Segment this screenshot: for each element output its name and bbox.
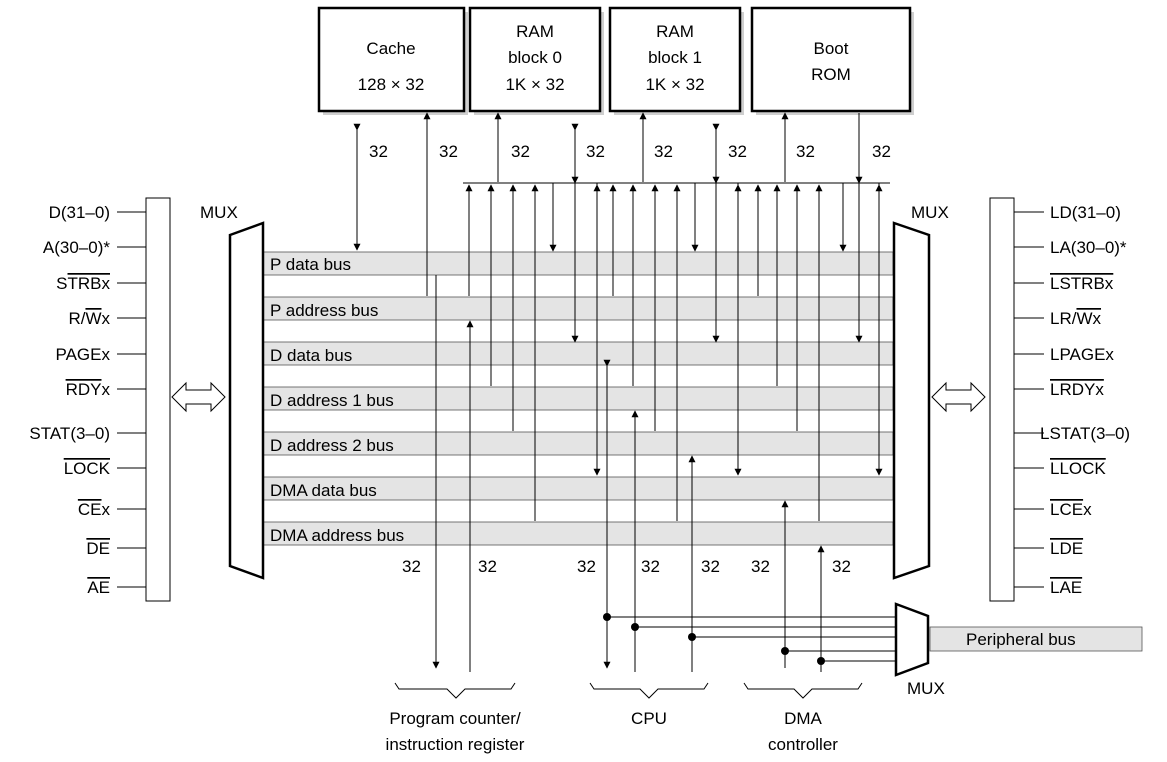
left-signal-ticks <box>117 211 146 588</box>
bus-labels: P data bus P address bus D data bus D ad… <box>270 255 404 545</box>
right-signal: LSTAT(3–0) <box>1040 424 1130 443</box>
right-bidirectional-arrow-icon <box>931 381 986 413</box>
ram-block-1: RAM block 1 1K × 32 <box>608 6 744 115</box>
memory-size: 1K × 32 <box>505 75 564 94</box>
right-signal-box <box>989 197 1015 602</box>
memory-size: 1K × 32 <box>645 75 704 94</box>
memory-name: block 1 <box>648 48 702 67</box>
left-signal: PAGEx <box>56 345 111 364</box>
bus-bands <box>262 251 894 546</box>
peripheral-bus-label: Peripheral bus <box>966 630 1076 649</box>
right-signal-labels: LD(31–0) LA(30–0)* LSTRBx LR/Wx LPAGEx L… <box>1040 203 1130 597</box>
bus-band-p-data <box>262 251 894 276</box>
bus-label: D address 1 bus <box>270 391 394 410</box>
left-signal: STAT(3–0) <box>29 424 110 443</box>
pc-unit-label: Program counter/ <box>389 709 521 728</box>
memory-blocks: Cache 128 × 32 RAM block 0 1K × 32 RAM b… <box>317 6 914 115</box>
memory-name: RAM <box>516 22 554 41</box>
bus-label: DMA address bus <box>270 526 404 545</box>
left-mux-label: MUX <box>200 203 238 222</box>
width-label: 32 <box>369 142 388 161</box>
cpu-unit-label: CPU <box>631 709 667 728</box>
right-signal: LCEx <box>1050 500 1092 519</box>
right-mux-shape <box>892 221 931 580</box>
right-signal: LRDYx <box>1050 380 1104 399</box>
left-signal: LOCK <box>64 459 111 478</box>
bus-label: DMA data bus <box>270 481 377 500</box>
peripheral-section: MUX Peripheral bus <box>894 602 1143 698</box>
left-signal: R/Wx <box>68 309 110 328</box>
width-label: 32 <box>751 557 770 576</box>
left-signal-labels: D(31–0) A(30–0)* STRBx R/Wx PAGEx RDYx S… <box>29 203 110 597</box>
left-external-interface: D(31–0) A(30–0)* STRBx R/Wx PAGEx RDYx S… <box>29 197 265 602</box>
left-signal: D(31–0) <box>49 203 110 222</box>
width-label: 32 <box>872 142 891 161</box>
width-label: 32 <box>832 557 851 576</box>
width-label: 32 <box>796 142 815 161</box>
dma-brace <box>743 682 863 699</box>
width-label: 32 <box>478 557 497 576</box>
width-label: 32 <box>439 142 458 161</box>
left-signal: STRBx <box>56 274 110 293</box>
peripheral-bus-band <box>929 626 1143 652</box>
memory-name: ROM <box>811 65 851 84</box>
dma-unit-label: DMA <box>784 709 822 728</box>
right-signal: LLOCK <box>1050 459 1106 478</box>
dma-unit-label: controller <box>768 735 838 754</box>
functional-units: Program counter/ instruction register CP… <box>386 682 863 754</box>
left-signal: RDYx <box>66 380 111 399</box>
right-signal: LSTRBx <box>1050 274 1114 293</box>
bus-label: D address 2 bus <box>270 436 394 455</box>
left-signal: A(30–0)* <box>43 238 110 257</box>
boot-rom-block: Boot ROM <box>750 6 914 115</box>
right-mux-label: MUX <box>911 203 949 222</box>
width-label: 32 <box>728 142 747 161</box>
peripheral-mux-shape <box>894 602 930 677</box>
right-signal: LAE <box>1050 578 1082 597</box>
right-signal: LPAGEx <box>1050 345 1114 364</box>
cache-block: Cache 128 × 32 <box>317 6 468 115</box>
memory-name: Cache <box>366 39 415 58</box>
width-label: 32 <box>654 142 673 161</box>
left-signal-box <box>145 197 171 602</box>
width-label: 32 <box>701 557 720 576</box>
memory-size: 128 × 32 <box>358 75 425 94</box>
right-signal: LA(30–0)* <box>1050 238 1127 257</box>
memory-name: Boot <box>814 39 849 58</box>
right-external-interface: MUX LD(31–0) LA(30–0)* LSTRBx LR/Wx LPAG… <box>892 197 1130 602</box>
cpu-brace <box>589 682 709 699</box>
left-signal: CEx <box>78 500 111 519</box>
memory-name: RAM <box>656 22 694 41</box>
width-label: 32 <box>511 142 530 161</box>
bus-band-d-data <box>262 341 894 366</box>
left-signal: AE <box>87 578 110 597</box>
junction-dots <box>603 613 825 665</box>
width-label: 32 <box>402 557 421 576</box>
peripheral-mux-label: MUX <box>907 679 945 698</box>
right-signal: LDE <box>1050 539 1083 558</box>
width-label: 32 <box>641 557 660 576</box>
ram-block-0: RAM block 0 1K × 32 <box>468 6 604 115</box>
bus-label: D data bus <box>270 346 352 365</box>
bus-width-labels: 32 32 32 32 32 32 32 32 32 32 32 32 32 3… <box>369 142 891 576</box>
pc-unit-label: instruction register <box>386 735 525 754</box>
right-signal: LD(31–0) <box>1050 203 1121 222</box>
pc-brace <box>394 682 516 699</box>
left-signal: DE <box>86 539 110 558</box>
right-signal: LR/Wx <box>1050 309 1102 328</box>
width-label: 32 <box>577 557 596 576</box>
bus-label: P data bus <box>270 255 351 274</box>
memory-name: block 0 <box>508 48 562 67</box>
left-mux-shape <box>228 221 265 580</box>
bus-label: P address bus <box>270 301 378 320</box>
connection-wires <box>353 112 896 672</box>
left-bidirectional-arrow-icon <box>171 381 226 413</box>
width-label: 32 <box>586 142 605 161</box>
right-signal-ticks <box>1014 211 1044 588</box>
